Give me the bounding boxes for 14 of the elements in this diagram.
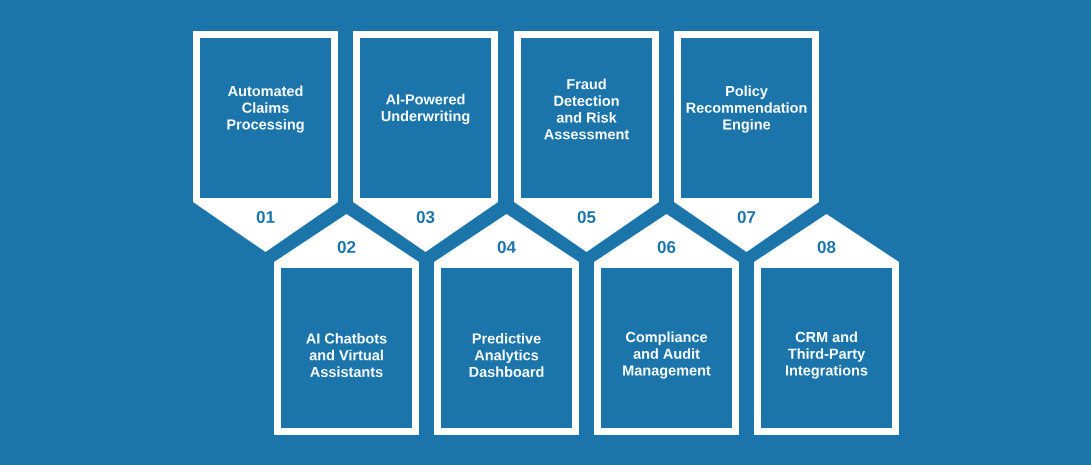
text-panel: Automated Claims Processing [200,38,331,198]
node-label: 02 [337,240,356,254]
node-label: 04 [497,240,516,254]
text-panel: Policy Recommendation Engine [681,38,812,198]
text-panel: AI-Powered Underwriting [360,38,491,198]
node-label: 07 [737,210,756,224]
node-label: 05 [577,210,596,224]
node-label: 03 [416,210,435,224]
text-panel: AI Chatbots and Virtual Assistants [281,268,412,428]
text-panel: Predictive Analytics Dashboard [441,268,572,428]
text-panel: CRM and Third-Party Integrations [761,268,892,428]
text-panel: Compliance and Audit Management [601,268,732,428]
node-label: 06 [657,240,676,254]
text-panel: Fraud Detection and Risk Assessment [521,38,652,198]
